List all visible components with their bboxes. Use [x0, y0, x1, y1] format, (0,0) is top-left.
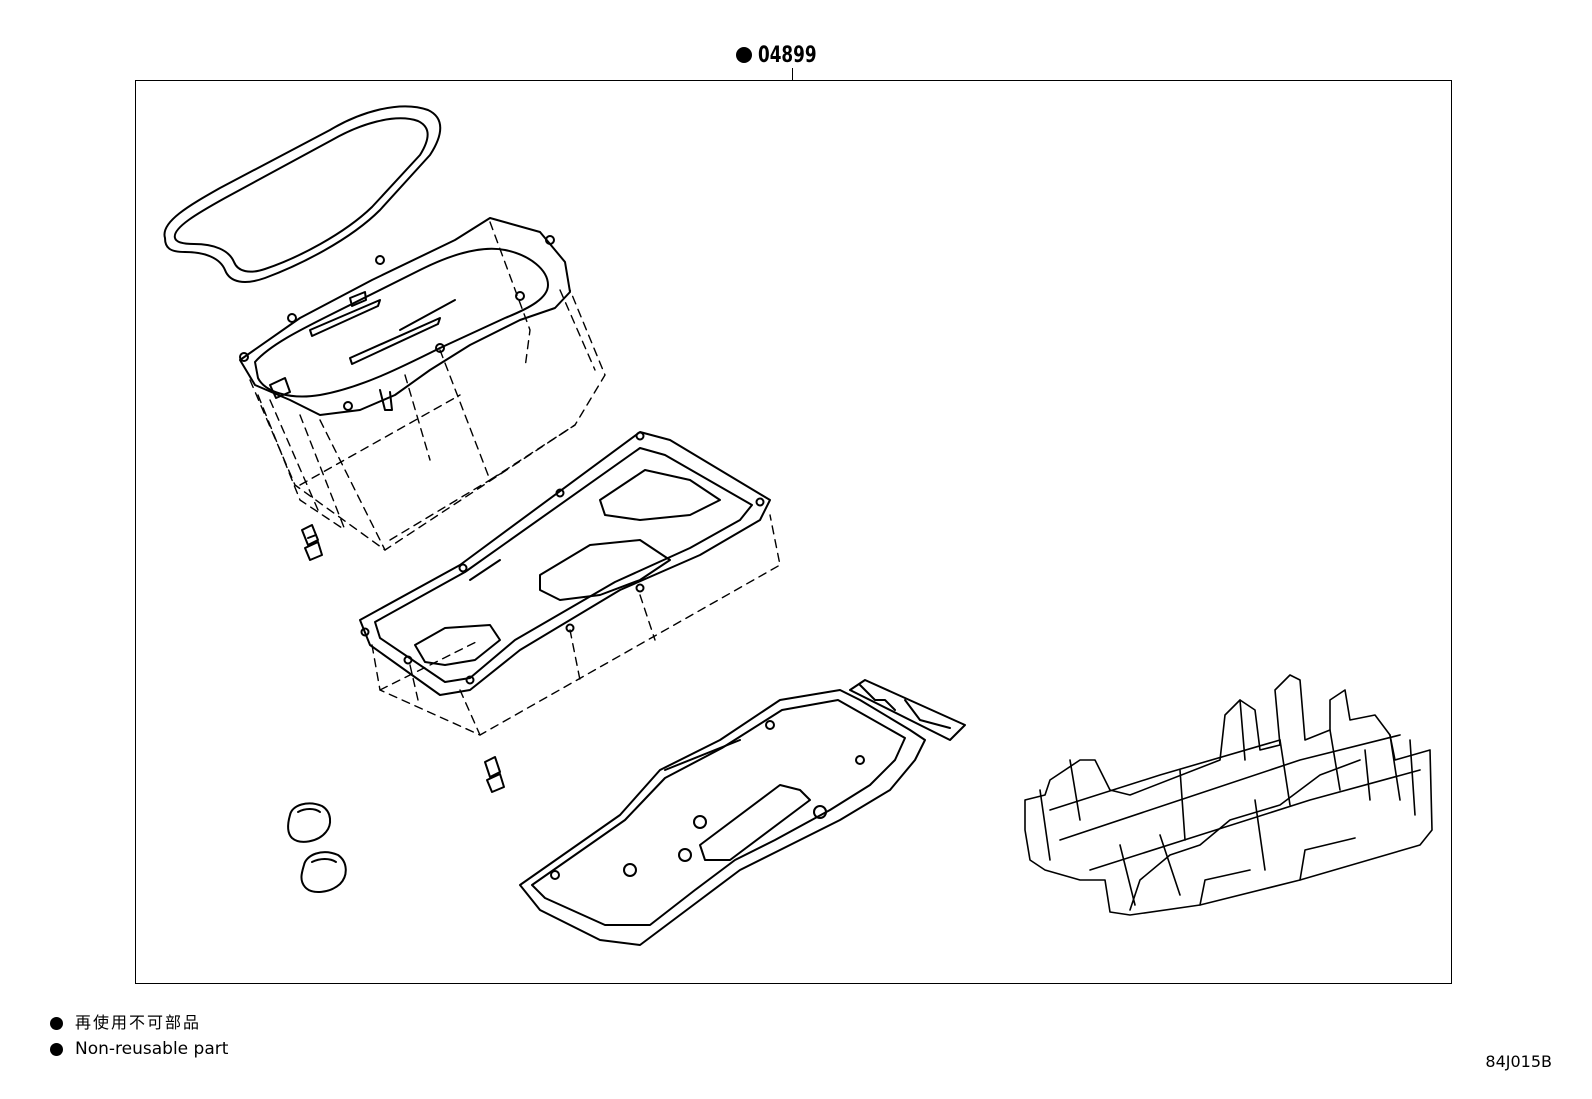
- filled-circle-icon: [50, 1016, 63, 1030]
- middle-pan-gasket-part[interactable]: [359, 431, 771, 696]
- legend: 再使用不可部品 Non-reusable part: [50, 1010, 228, 1062]
- upper-housing-part[interactable]: [239, 217, 571, 416]
- legend-label-japanese: 再使用不可部品: [75, 1013, 202, 1032]
- baffle-insert-set-part[interactable]: [1024, 674, 1433, 916]
- bolt-lower-part[interactable]: [484, 756, 505, 793]
- legend-item-japanese: 再使用不可部品: [50, 1010, 228, 1036]
- callout-leader-line: [792, 68, 793, 81]
- drain-plug-lower-part[interactable]: [300, 851, 347, 893]
- kit-boundary-frame: [135, 80, 1452, 984]
- non-reusable-marker-icon: [736, 47, 752, 63]
- bolt-upper-part[interactable]: [301, 524, 323, 561]
- legend-item-english: Non-reusable part: [50, 1036, 228, 1062]
- filled-circle-icon: [50, 1042, 63, 1056]
- housing-projection-lines: [249, 221, 606, 551]
- lower-pan-part[interactable]: [519, 679, 966, 946]
- pan-projection-lines: [371, 514, 781, 736]
- drain-plug-upper-part[interactable]: [287, 802, 332, 843]
- part-callout[interactable]: 04899: [736, 40, 827, 70]
- legend-label-english: Non-reusable part: [75, 1039, 229, 1059]
- part-number-label: 04899: [758, 42, 817, 68]
- figure-code: 84J015B: [1485, 1052, 1552, 1071]
- cover-gasket-part[interactable]: [163, 105, 442, 283]
